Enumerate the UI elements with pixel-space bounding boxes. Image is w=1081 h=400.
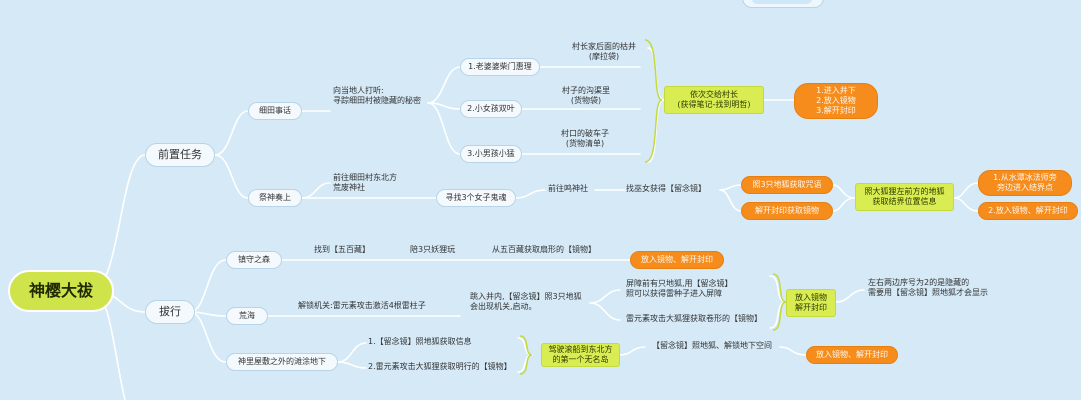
node-wasteland[interactable]: 荒海 [226, 307, 268, 325]
link-unlock-result [779, 346, 807, 356]
node-quest-3-detail: 村口的破车子 (货物清单) [561, 129, 609, 148]
node-hosoda[interactable]: 细田事话 [248, 102, 302, 120]
link-boat-unlock [619, 346, 646, 356]
node-guard-forest[interactable]: 镇守之森 [226, 251, 282, 269]
link-root-pre [91, 154, 146, 291]
link-bigfox-1 [953, 182, 979, 199]
link-mirror-shine [719, 184, 742, 191]
link-jump-attack [589, 302, 621, 321]
node-big-fox-step-2[interactable]: 2.放入镜物、解开封印 [978, 202, 1078, 220]
link-pre-hosoda [214, 110, 249, 156]
node-jump-well: 跳入井内,【留念镜】照3只地狐 会出现机关,启动。 [470, 292, 582, 311]
node-attack-big-fox: 雷元素攻击大狐狸获取卷形的【镜物】 [626, 314, 762, 323]
node-get-fan-mirror: 从五百藏获取扇形的【镜物】 [492, 245, 596, 254]
link-mirror-unseal [719, 189, 742, 212]
node-put-mirror[interactable]: 放入镜物 解开封印 [786, 289, 836, 317]
link-purify-guard [189, 259, 227, 313]
brace2-top [769, 275, 787, 303]
green-brace-1 [644, 39, 663, 163]
node-barrier: 屏障前有只地狐,用【留念镜】 照可以获得雷种子进入屏障 [626, 279, 733, 298]
node-get-mirror: 找巫女获得【留念镜】 [626, 184, 706, 193]
node-go-east: 前往细田村东北方 荒废神社 [333, 173, 397, 192]
node-quest-3[interactable]: 3.小男孩小猛 [460, 145, 522, 163]
branch-pre-tasks[interactable]: 前置任务 [145, 143, 215, 167]
node-report-steps[interactable]: 1.进入井下 2.放入镜物 3.解开封印 [794, 83, 878, 119]
node-shrine-result[interactable]: 放入镜物、解开封印 [806, 346, 898, 364]
link-purify-shrine [189, 311, 227, 363]
link-jump-barrier [589, 289, 621, 304]
node-ask-locals: 向当地人打听: 寻踪细田村被隐藏的秘密 [333, 86, 421, 105]
node-quest-1-detail: 村长家后面的枯井 (摩拉袋) [572, 42, 636, 61]
node-step-2: 2.雷元素攻击大狐狸获取明行的【镜物】 [368, 362, 512, 371]
node-find-girls[interactable]: 寻找3个女子鬼魂 [436, 189, 516, 207]
node-boat-island[interactable]: 驾驶滚船到东北方 的第一个无名岛 [541, 343, 620, 367]
node-find-gohei: 找到【五百藏】 [314, 245, 370, 254]
node-quest-2[interactable]: 2.小女孩双叶 [460, 100, 522, 118]
link-shine-bigfox [832, 184, 856, 199]
node-shrine-underground[interactable]: 神里屋敷之外的滩涂地下 [226, 353, 338, 371]
link-sac-east [301, 182, 331, 199]
node-play-foxes: 陪3只妖狸玩 [410, 245, 456, 254]
green-brace-3 [519, 335, 533, 375]
link-ask-q1 [427, 66, 461, 104]
node-quest-1[interactable]: 1.老婆婆柴门惠理 [460, 58, 540, 76]
link-unseal-bigfox [832, 197, 856, 212]
node-big-fox-info[interactable]: 照大狐狸左前方的地狐 获取结界位置信息 [855, 183, 954, 211]
link-under-step1 [337, 342, 367, 363]
root-node[interactable]: 神樱大祓 [8, 270, 114, 312]
node-report-chief[interactable]: 依次交给村长 (获得笔记-找到明哲) [664, 86, 764, 114]
link-bigfox-2 [953, 197, 979, 212]
node-shine-3-foxes[interactable]: 照3只地狐获取咒语 [741, 176, 833, 194]
node-quest-2-detail: 村子的沟渠里 (货物袋) [562, 86, 610, 105]
node-sacrifice[interactable]: 祭神奏上 [248, 189, 302, 207]
node-big-fox-step-1[interactable]: 1.从水潭冰法师旁 旁边进入结界点 [978, 170, 1072, 196]
node-go-shrine: 前往鸣神社 [548, 184, 588, 193]
node-mechanism: 解锁机关:雷元素攻击激活4根雷柱子 [298, 301, 426, 310]
node-unseal-get-mirror[interactable]: 解开封印获取镜物 [741, 202, 833, 220]
node-guard-result[interactable]: 放入镜物、解开封印 [630, 251, 724, 269]
branch-purify[interactable]: 拔行 [145, 300, 195, 324]
node-left-right-hint: 左右两边序号为2的是隐藏的 需要用【留念镜】照地狐才会显示 [868, 278, 988, 297]
link-ask-q3 [427, 102, 461, 155]
link-pre-sacrifice [214, 154, 249, 199]
link-under-step2 [337, 361, 367, 369]
node-mirror-unlock: 【留念镜】照地狐、解锁地下空间 [652, 341, 772, 350]
link-girl-shrine [515, 189, 546, 199]
node-step-1: 1.【留念镜】照地狐获取信息 [368, 337, 472, 346]
link-put-leftright [835, 289, 865, 303]
decorative-cloud-inner [752, 0, 812, 4]
